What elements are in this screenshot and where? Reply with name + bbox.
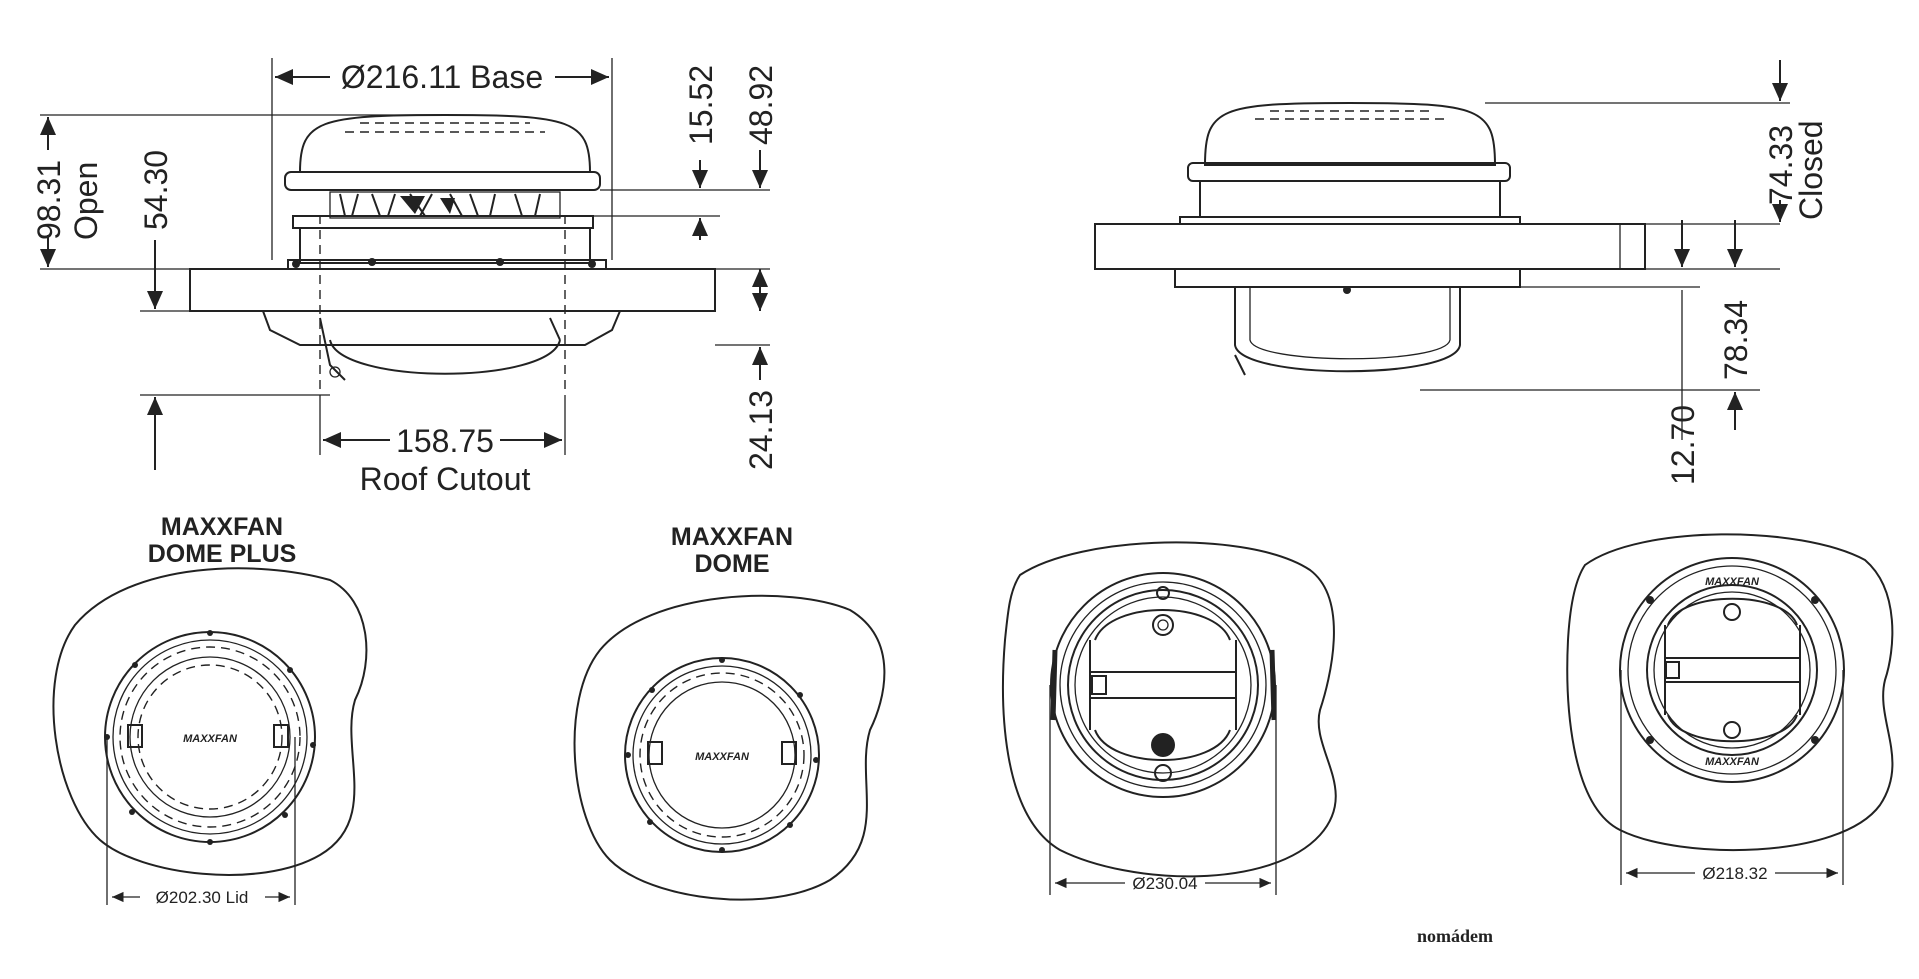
lid-height-label: 15.52 bbox=[683, 65, 719, 145]
dome-logo: MAXXFAN bbox=[695, 751, 750, 763]
crank-handle-closed bbox=[1234, 287, 1461, 373]
open-height-label: 98.31 bbox=[31, 160, 67, 240]
base-diameter-label: Ø216.11 Base bbox=[341, 59, 543, 95]
crank-bar bbox=[1089, 671, 1237, 699]
roof-outline-dome bbox=[573, 594, 886, 901]
fan-blades bbox=[329, 191, 561, 219]
side-view-open: Ø216.11 Base 15.52 48.92 98.31 Open 54.3… bbox=[31, 58, 779, 497]
roof-slab-closed bbox=[1094, 223, 1646, 270]
top-view-dome-plus: MAXXFAN DOME PLUS MAXXFAN Ø202.30 Lid bbox=[52, 513, 368, 907]
roof-slab bbox=[189, 268, 716, 312]
interior-b-diameter-label: Ø218.32 bbox=[1702, 864, 1767, 883]
top-height-label: 48.92 bbox=[743, 65, 779, 145]
roof-outline-interior-a bbox=[1002, 541, 1337, 878]
fan-body bbox=[299, 227, 591, 264]
dome-lid-closed bbox=[1203, 101, 1497, 166]
crank-handle bbox=[329, 339, 561, 375]
dome-lid bbox=[298, 113, 592, 173]
top-view-dome: MAXXFAN DOME MAXXFAN bbox=[573, 523, 886, 901]
closed-height-label: 74.33 bbox=[1763, 125, 1799, 205]
roof-cutout-label: Roof Cutout bbox=[360, 461, 531, 497]
dome-plus-title-line1: MAXXFAN bbox=[161, 513, 283, 541]
interior-a-diameter-label: Ø230.04 bbox=[1132, 874, 1197, 893]
side-view-closed: 74.33 Closed 78.34 12.70 bbox=[1094, 60, 1829, 485]
dome-plus-title-line2: DOME PLUS bbox=[148, 540, 297, 568]
closed-bottom-height-label: 12.70 bbox=[1665, 405, 1701, 485]
dome-plus-logo: MAXXFAN bbox=[183, 733, 238, 745]
closed-label: Closed bbox=[1793, 120, 1829, 220]
top-view-interior-b: MAXXFAN MAXXFAN Ø218.32 bbox=[1566, 533, 1894, 885]
mid-height-label: 78.34 bbox=[1718, 300, 1754, 380]
interior-b-logo-bottom: MAXXFAN bbox=[1705, 756, 1760, 768]
height-54-label: 54.30 bbox=[138, 150, 174, 230]
watermark: nomádem bbox=[1417, 926, 1493, 946]
roof-outline bbox=[52, 567, 368, 876]
open-label: Open bbox=[68, 162, 104, 240]
roof-outline-interior-b bbox=[1566, 533, 1894, 852]
lid-rim bbox=[284, 171, 601, 191]
interior-b-logo-top: MAXXFAN bbox=[1705, 576, 1760, 588]
bottom-height-label: 24.13 bbox=[743, 390, 779, 470]
roof-cutout-value: 158.75 bbox=[396, 423, 494, 459]
dome-title-line1: MAXXFAN bbox=[671, 523, 793, 551]
lid-diameter-label: Ø202.30 Lid bbox=[156, 888, 249, 907]
dome-title-line2: DOME bbox=[695, 550, 770, 578]
top-view-interior-a: Ø230.04 bbox=[1002, 541, 1337, 895]
